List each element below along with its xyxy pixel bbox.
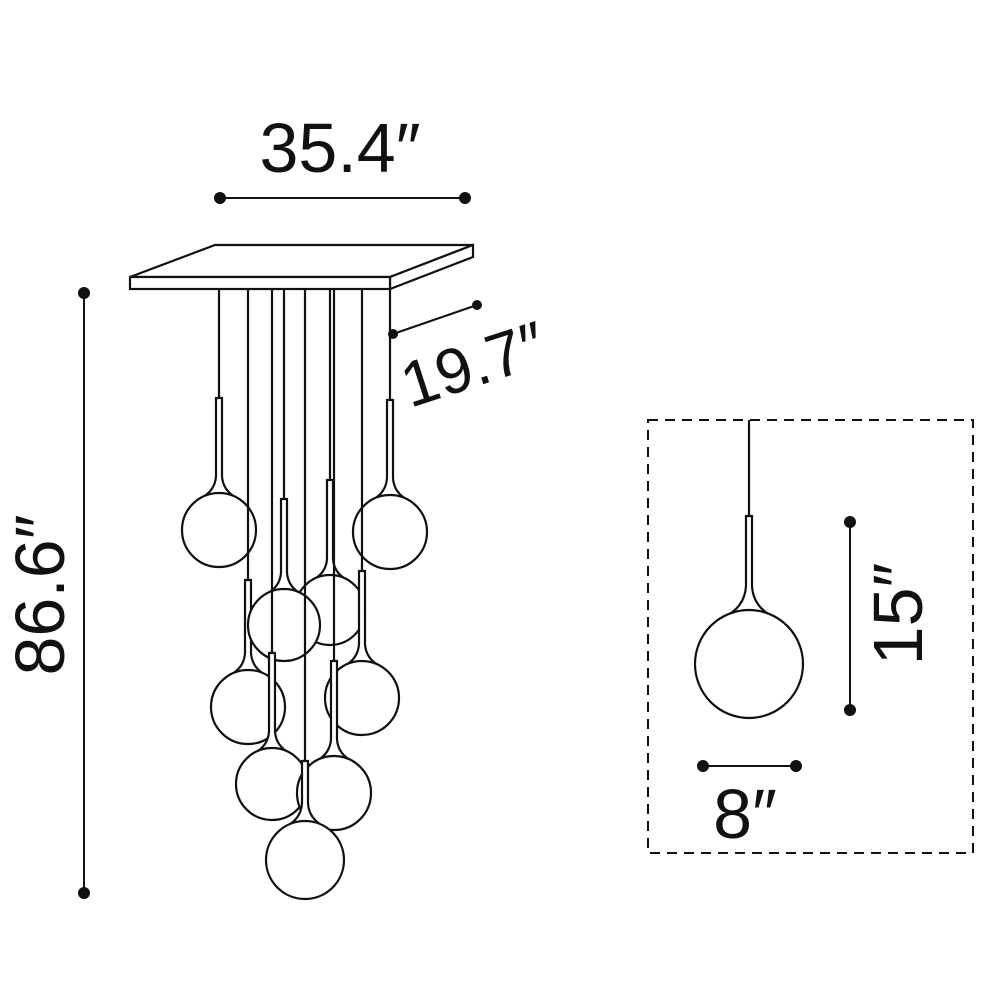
height-label: 86.6″ xyxy=(1,514,79,675)
glass-globe xyxy=(246,587,322,663)
dimension-endpoint xyxy=(790,760,802,772)
detail-box xyxy=(647,419,974,854)
dimension-endpoint xyxy=(459,192,471,204)
glass-globe xyxy=(264,819,346,901)
glass-globe xyxy=(323,659,401,737)
single-height-label: 15″ xyxy=(859,563,937,666)
glass-globe xyxy=(180,491,258,569)
pendant-light xyxy=(323,289,401,737)
pendant-neck xyxy=(199,396,239,500)
single-diameter-label: 8″ xyxy=(713,775,777,853)
pendant-light xyxy=(264,289,346,901)
depth-dimension-line xyxy=(392,304,478,335)
canopy xyxy=(128,243,475,291)
pendant-neck xyxy=(370,398,410,502)
pendant-light xyxy=(693,420,805,720)
pendant-light xyxy=(180,289,258,569)
pendant-light xyxy=(246,289,322,663)
dimension-endpoint xyxy=(844,516,856,528)
dimension-endpoint xyxy=(78,887,90,899)
glass-globe xyxy=(295,754,373,832)
pendant-neck xyxy=(311,478,349,582)
width-label: 35.4″ xyxy=(259,109,420,187)
depth-label: 19.7″ xyxy=(392,307,554,421)
depth-dimension: 19.7″ xyxy=(388,300,554,421)
dimension-endpoint xyxy=(78,287,90,299)
glass-globe xyxy=(209,668,287,746)
dimension-endpoint xyxy=(214,192,226,204)
pendant-light xyxy=(295,289,373,832)
dimension-endpoint xyxy=(697,760,709,772)
height-dimension: 86.6″ xyxy=(1,287,90,899)
dimension-endpoint xyxy=(472,300,482,310)
pendant-neck xyxy=(721,514,777,620)
dimension-endpoint xyxy=(844,704,856,716)
width-dimension: 35.4″ xyxy=(214,109,471,204)
single-pendant-detail: 15″ 8″ xyxy=(647,419,974,854)
pendant-light xyxy=(234,289,310,822)
pendant-light xyxy=(351,289,429,571)
single-pendant xyxy=(693,420,805,720)
glass-globe xyxy=(693,608,805,720)
glass-globe xyxy=(351,493,429,571)
pendant-cluster xyxy=(180,289,429,901)
